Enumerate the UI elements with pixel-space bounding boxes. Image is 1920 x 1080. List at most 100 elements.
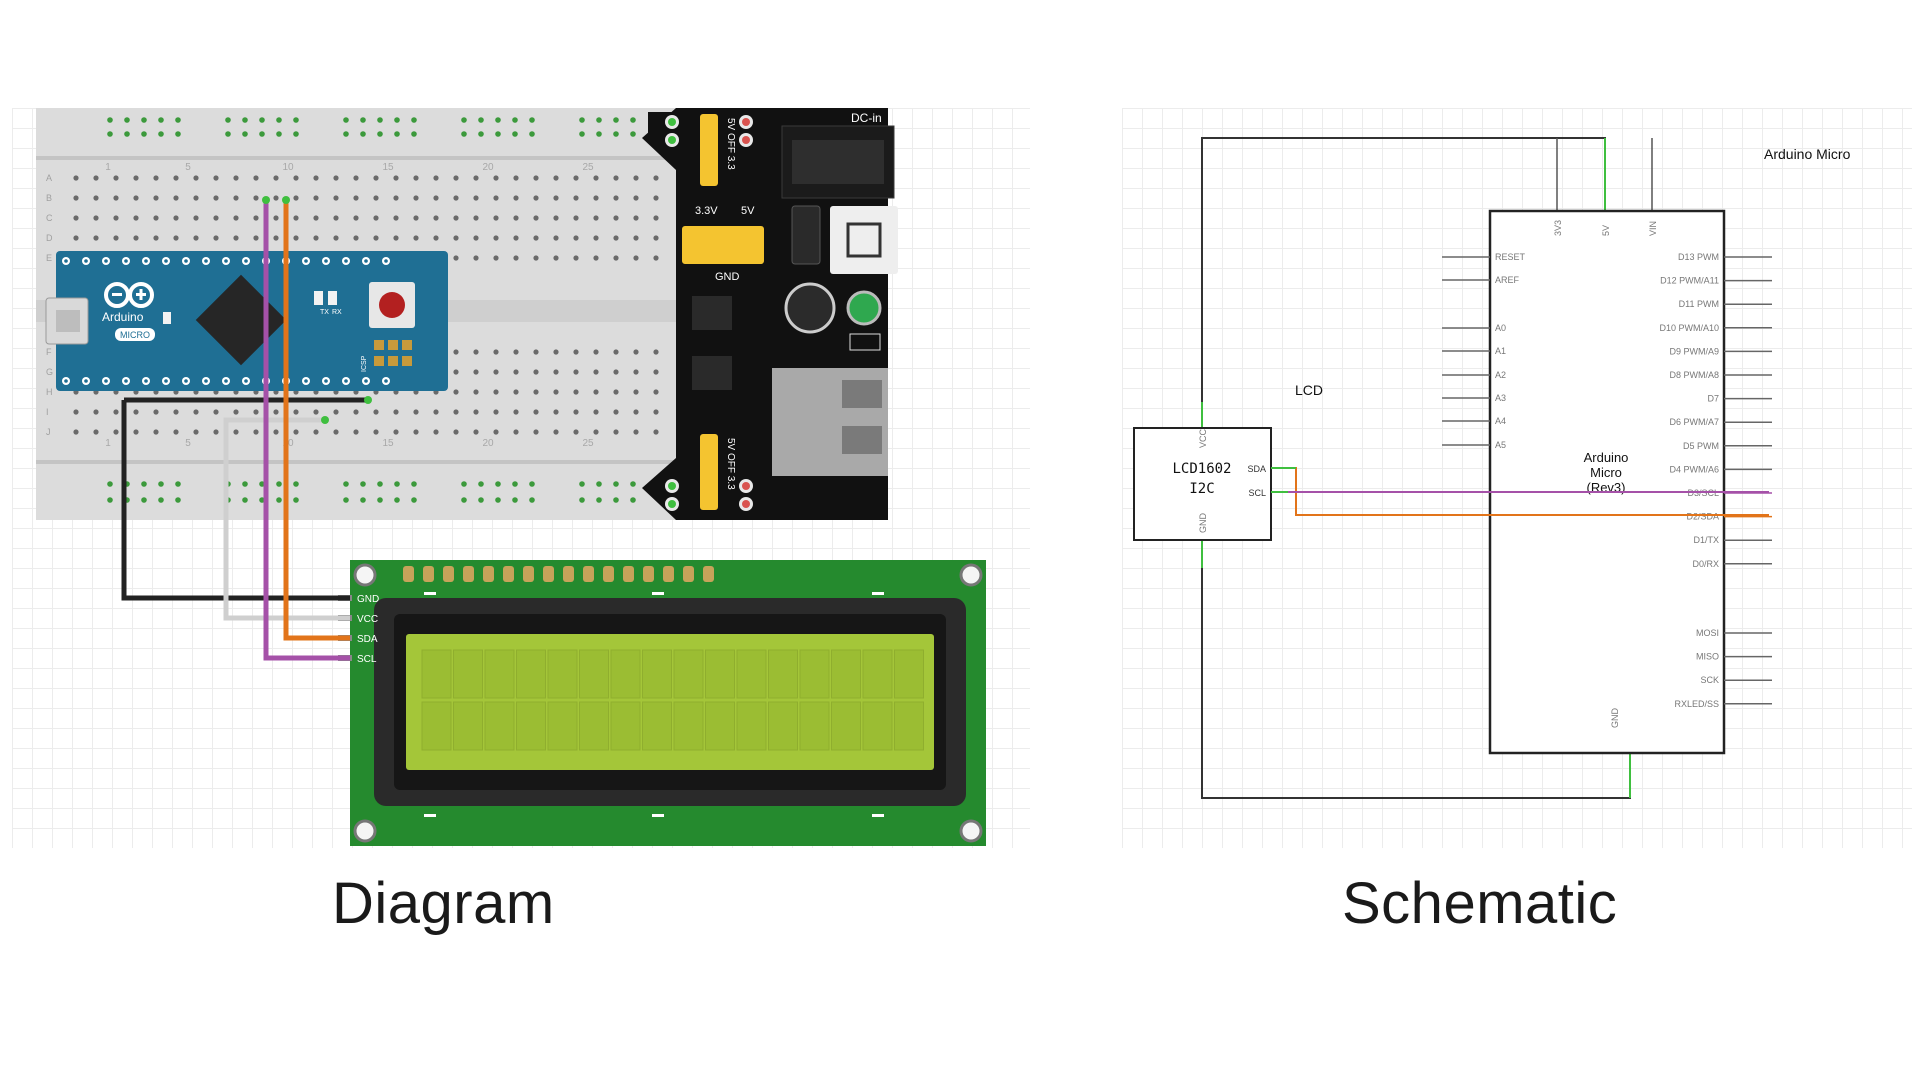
column-number: 5 [185, 162, 191, 173]
column-number: 10 [282, 162, 294, 173]
row-letter: H [46, 387, 53, 397]
board-right-pin-label: D12 PWM/A11 [1660, 276, 1719, 286]
bottom-voltage-jumper[interactable] [700, 434, 718, 510]
column-number: 5 [185, 438, 191, 449]
lcd-pin-label: GND [357, 594, 379, 605]
board-top-pin-label: 3V3 [1553, 220, 1563, 236]
lcd-chip-name: LCD1602 [1172, 461, 1231, 477]
board-right-pin-label: D8 PWM/A8 [1669, 370, 1719, 380]
bottom-jumper-label: 5V OFF 3.3 [725, 438, 736, 490]
lcd-vcc-pin-label: VCC [1198, 428, 1208, 448]
icsp-header [374, 340, 412, 366]
arduino-logo-icon [104, 282, 154, 308]
board-right-pin-label: D13 PWM [1678, 252, 1719, 262]
wire-scl-purple [263, 200, 350, 661]
arduino-micro-symbol [1488, 209, 1726, 755]
board-name-line1: Arduino [1584, 450, 1629, 465]
power-supply-module: 5V OFF 3.3 DC-in 3.3V 5V GND 5V OFF 3.3 [642, 108, 898, 520]
lcd-pin-label: SCL [357, 654, 377, 665]
header-3v3-label: 3.3V [695, 205, 718, 217]
voltage-regulator-cap [784, 282, 836, 334]
column-number: 25 [582, 438, 594, 449]
row-letter: D [46, 233, 53, 243]
column-number: 20 [482, 162, 494, 173]
board-right-pin-label: D7 [1707, 394, 1719, 404]
board-left-pin-label: A5 [1495, 440, 1506, 450]
lcd1602-i2c-symbol [1133, 427, 1272, 541]
power-led [846, 290, 882, 326]
row-letter: A [46, 173, 52, 183]
board-left-pin-label: AREF [1495, 275, 1520, 285]
board-right-pin-label: MOSI [1696, 628, 1719, 638]
board-left-pin-label: A2 [1495, 370, 1506, 380]
arduino-brand-label: Arduino [102, 310, 144, 324]
board-right-pin-label: D2/SDA [1686, 512, 1719, 522]
board-right-pin-label: D0/RX [1692, 559, 1719, 569]
icsp-label: ICSP [361, 355, 368, 372]
lcd-pin-label: SDA [357, 634, 378, 645]
board-top-pin-label: 5V [1601, 225, 1611, 236]
board-title: Arduino Micro [1764, 146, 1851, 162]
power-switch[interactable] [791, 205, 821, 265]
top-voltage-jumper[interactable] [700, 114, 718, 186]
column-number: 1 [105, 162, 111, 173]
board-right-pin-label: D10 PWM/A10 [1659, 323, 1719, 333]
row-letter: C [46, 213, 53, 223]
column-number: 15 [382, 162, 394, 173]
board-right-pin-label: RXLED/SS [1674, 699, 1719, 709]
board-left-pin-label: A1 [1495, 346, 1506, 356]
circuit-schematic: Arduino Micro 3V3 5V VIN RESET AREF A0A1A2A3… [1133, 137, 1851, 799]
header-5v-label: 5V [741, 205, 755, 217]
row-letter: I [46, 407, 49, 417]
board-name-line2: Micro [1590, 465, 1622, 480]
diagram-caption: Diagram [332, 871, 555, 936]
power-push-button[interactable] [830, 206, 898, 274]
schematic-caption: Schematic [1342, 871, 1618, 936]
board-right-pin-label: D6 PWM/A7 [1669, 417, 1719, 427]
row-letter: F [46, 347, 52, 357]
lcd-sda-pin-label: SDA [1247, 464, 1266, 474]
lcd-pin-label: VCC [357, 614, 378, 625]
wire-sda-orange [283, 200, 350, 641]
column-number: 25 [582, 162, 594, 173]
arduino-micro-board: Arduino MICRO TX RX ICSP [45, 251, 448, 391]
row-letter: E [46, 253, 52, 263]
board-right-pin-label: D5 PWM [1683, 441, 1719, 451]
dc-in-label: DC-in [851, 111, 882, 125]
power-gnd-label: GND [715, 271, 740, 283]
lcd-parallel-header [403, 566, 714, 582]
lcd-scl-pin-label: SCL [1248, 488, 1266, 498]
board-right-pin-label: SCK [1700, 675, 1719, 685]
board-right-pin-label: D1/TX [1693, 535, 1719, 545]
board-right-pin-label: D4 PWM/A6 [1669, 464, 1719, 474]
board-left-pin-label: RESET [1495, 252, 1526, 262]
board-right-pin-label: D9 PWM/A9 [1669, 346, 1719, 356]
arduino-model-label: MICRO [120, 330, 150, 340]
column-number: 15 [382, 438, 394, 449]
board-left-pin-label: A4 [1495, 416, 1506, 426]
board-top-pin-labels: 3V3 5V VIN [1553, 220, 1658, 236]
tx-led-label: TX [320, 309, 329, 316]
top-jumper-label: 5V OFF 3.3 [725, 118, 736, 170]
board-top-pin-label: VIN [1648, 221, 1658, 236]
lcd-gnd-pin-label: GND [1198, 513, 1208, 534]
voltage-select-header[interactable] [682, 226, 764, 264]
row-letter: B [46, 193, 52, 203]
lcd-symbol-label: LCD [1295, 382, 1323, 398]
lcd-chip-bus: I2C [1189, 481, 1214, 497]
board-left-pin-label: A0 [1495, 323, 1506, 333]
wires [121, 196, 372, 661]
row-letter: G [46, 367, 53, 377]
column-number: 1 [105, 438, 111, 449]
board-right-pin-label: MISO [1696, 652, 1719, 662]
rx-led-label: RX [332, 309, 342, 316]
column-number: 20 [482, 438, 494, 449]
board-left-pin-label: A3 [1495, 393, 1506, 403]
lcd1602-module: GND VCC SDA SCL [338, 560, 986, 846]
